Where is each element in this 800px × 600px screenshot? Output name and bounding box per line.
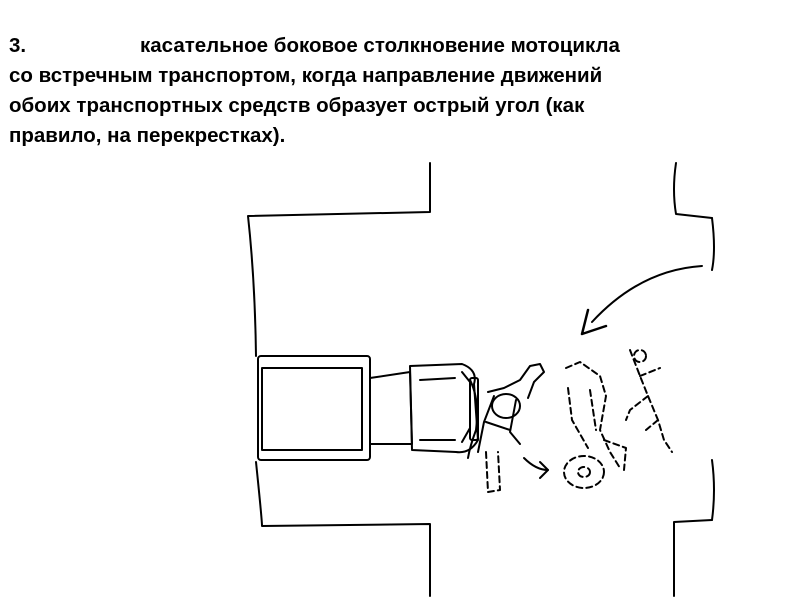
paragraph-line-1: 3. касательное боковое столкновение мотоц… <box>9 31 794 61</box>
curved-arrow-head <box>580 308 608 336</box>
truck-trailer-inner <box>261 367 363 451</box>
curved-arrow <box>580 265 703 336</box>
road-edge-right <box>711 217 715 521</box>
truck-cab <box>369 371 413 445</box>
dashed-rider-body <box>625 349 673 453</box>
dashed-frame <box>565 361 627 471</box>
paragraph-number: 3. <box>9 34 27 57</box>
truck-trailer <box>257 355 371 461</box>
dashed-rider-head <box>633 349 647 363</box>
dashed-elements <box>485 349 673 493</box>
paragraph: 3. касательное боковое столкновение мотоц… <box>9 31 794 151</box>
intersection-road <box>247 162 713 597</box>
dashed-motorcycle <box>563 361 627 489</box>
truck-grille <box>419 371 471 443</box>
dashed-wheel <box>563 455 605 489</box>
motorcycle-front <box>487 363 545 399</box>
motorcycle <box>467 363 545 459</box>
paragraph-text-1: касательное боковое столкновение мотоцик… <box>140 34 620 57</box>
small-arrow-line <box>523 457 549 471</box>
paragraph-line-4: правило, на перекрестках). <box>9 124 286 147</box>
curved-arrow-line <box>591 265 703 323</box>
motorcycle-fairing <box>467 379 479 459</box>
motorcycle-body <box>477 395 521 453</box>
dashed-rider-lower <box>485 451 501 493</box>
small-arrow <box>523 457 549 479</box>
paragraph-line-2: со встречным транспортом, когда направле… <box>9 64 603 87</box>
dashed-wheel-hub <box>577 466 591 478</box>
paragraph-line-3: обоих транспортных средств образует остр… <box>9 94 585 117</box>
dashed-rider <box>625 349 673 453</box>
small-arrow-head <box>539 461 549 479</box>
truck <box>257 355 479 461</box>
motorcycle-wheel <box>491 393 521 419</box>
